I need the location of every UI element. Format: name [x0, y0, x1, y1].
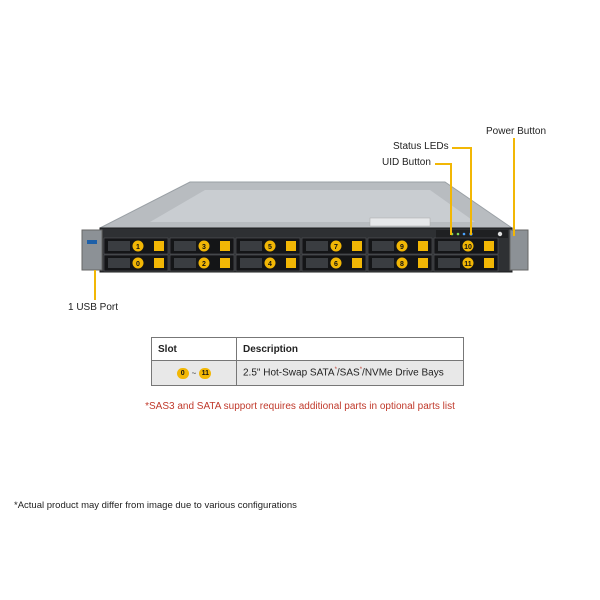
- drive-latch: [352, 241, 362, 251]
- chassis-top-highlight: [150, 190, 475, 222]
- power-button-dot: [497, 231, 503, 237]
- bay-number-badge: [330, 240, 342, 252]
- bay-number-badge: [132, 240, 144, 252]
- drive-bay-3: 3: [169, 237, 235, 255]
- usb-port-label: 1 USB Port: [68, 302, 119, 313]
- status-leds-label: Status LEDs: [393, 141, 449, 152]
- drive-vent: [174, 258, 196, 268]
- bay-number-badge: [198, 257, 210, 269]
- drive-vent: [306, 241, 328, 251]
- slot-column-header: Slot: [151, 337, 237, 361]
- drive-latch: [220, 258, 230, 268]
- bay-number-badge: [462, 240, 474, 252]
- bay-number-label: 0: [136, 261, 140, 268]
- bay-number-label: 9: [400, 244, 404, 251]
- drive-latch: [484, 258, 494, 268]
- sas-sata-footnote: *SAS3 and SATA support requires addition…: [145, 401, 455, 412]
- drive-bay-1: 1: [103, 237, 169, 255]
- power-button-label: Power Button: [486, 126, 547, 137]
- drive-latch: [352, 258, 362, 268]
- drive-bay-5: 5: [235, 237, 301, 255]
- bay-number-label: 7: [334, 244, 338, 251]
- drive-vent: [438, 241, 460, 251]
- bay-number-badge: [264, 240, 276, 252]
- drive-bay-7: 7: [301, 237, 367, 255]
- uid-button-label: UID Button: [382, 157, 431, 168]
- bay-number-badge: [396, 257, 408, 269]
- bay-number-badge: [132, 257, 144, 269]
- drive-bay-8: 8: [367, 254, 433, 272]
- right-rack-ear: [509, 229, 529, 271]
- drive-latch: [286, 258, 296, 268]
- drive-vent: [306, 258, 328, 268]
- footnote-marker-2: *: [359, 367, 363, 374]
- bay-number-label: 6: [334, 261, 338, 268]
- slot-description-table: Slot Description 0 ~ 11 2.5" Hot-Swap SA…: [151, 337, 464, 386]
- server-front-view: 1 3 5 7 9 10 0 2 4 6 8 11: [81, 138, 529, 300]
- power-button-leader: [513, 138, 515, 236]
- description-part-2: /SAS: [336, 367, 360, 379]
- drive-latch: [484, 241, 494, 251]
- drive-vent: [240, 258, 262, 268]
- slot-cell: 0 ~ 11: [151, 360, 237, 386]
- description-column-header: Description: [236, 337, 464, 361]
- drive-vent: [372, 258, 394, 268]
- drive-vent: [174, 241, 196, 251]
- bay-number-label: 11: [464, 261, 472, 268]
- bay-number-label: 10: [464, 244, 472, 251]
- drive-bay-9: 9: [367, 237, 433, 255]
- left-rack-ear: [81, 229, 103, 271]
- drive-bay-10: 10: [433, 237, 499, 255]
- description-cell: 2.5" Hot-Swap SATA*/SAS*/NVMe Drive Bays: [236, 360, 464, 386]
- uid-button-leader-h: [435, 163, 452, 165]
- description-part-1: 2.5" Hot-Swap SATA: [243, 367, 335, 379]
- drive-bay-6: 6: [301, 254, 367, 272]
- bay-number-badge: [198, 240, 210, 252]
- table-row: 0 ~ 11 2.5" Hot-Swap SATA*/SAS*/NVMe Dri…: [151, 360, 464, 386]
- drive-bay-4: 4: [235, 254, 301, 272]
- drive-latch: [154, 241, 164, 251]
- drive-bay-0: 0: [103, 254, 169, 272]
- bay-number-label: 1: [136, 244, 140, 251]
- uid-button-leader: [450, 163, 452, 235]
- bay-number-badge: [462, 257, 474, 269]
- bay-number-label: 2: [202, 261, 206, 268]
- description-part-3: /NVMe Drive Bays: [362, 367, 444, 379]
- drive-vent: [372, 241, 394, 251]
- product-disclaimer: *Actual product may differ from image du…: [14, 500, 297, 511]
- drive-latch: [220, 241, 230, 251]
- drive-vent: [240, 241, 262, 251]
- drive-latch: [418, 258, 428, 268]
- slot-end-badge: 11: [199, 367, 212, 379]
- bay-number-label: 5: [268, 244, 272, 251]
- drive-vent: [438, 258, 460, 268]
- drive-latch: [286, 241, 296, 251]
- bay-number-label: 3: [202, 244, 206, 251]
- drive-latch: [154, 258, 164, 268]
- drive-latch: [418, 241, 428, 251]
- bay-number-label: 4: [268, 261, 272, 268]
- status-led: [456, 232, 460, 236]
- bay-number-badge: [264, 257, 276, 269]
- table-header-row: Slot Description: [151, 337, 464, 361]
- usb-port-leader: [94, 270, 96, 300]
- status-leds-leader: [470, 147, 472, 235]
- drive-vent: [108, 241, 130, 251]
- status-leds-leader-h: [452, 147, 472, 149]
- status-led: [462, 232, 466, 236]
- slot-start-badge: 0: [176, 367, 189, 379]
- footnote-marker-1: *: [334, 367, 337, 374]
- drive-vent: [108, 258, 130, 268]
- slot-range-separator: ~: [191, 368, 197, 378]
- drive-bay-2: 2: [169, 254, 235, 272]
- chassis-label-plate: [369, 217, 431, 227]
- drive-bay-11: 11: [433, 254, 499, 272]
- bay-number-badge: [330, 257, 342, 269]
- usb-port: [87, 240, 97, 244]
- bay-number-label: 8: [400, 261, 404, 268]
- bay-number-badge: [396, 240, 408, 252]
